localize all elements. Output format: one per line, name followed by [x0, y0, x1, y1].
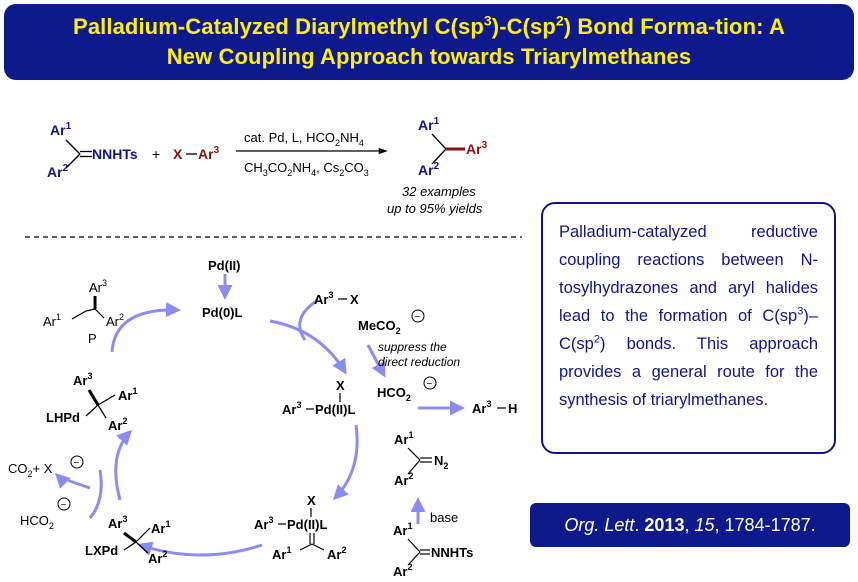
svg-text:Ar3: Ar3: [89, 278, 107, 295]
carbene-complex: X Ar3 Pd(II)L Ar1 Ar2: [254, 493, 346, 562]
examples-count: 32 examples: [402, 184, 476, 199]
diazo-compound: Ar1 Ar2 N2: [394, 430, 448, 488]
svg-text:X: X: [307, 493, 316, 508]
svg-text:Ar3: Ar3: [254, 515, 273, 532]
conditions-bottom: CH3CO2NH4, Cs2CO3: [244, 160, 369, 178]
cycle-product: Ar3 Ar1 Ar2 P: [43, 278, 124, 346]
base-label: base: [430, 510, 458, 525]
svg-text:CO2+ X: CO2+ X: [8, 461, 53, 479]
svg-text:Ar2: Ar2: [47, 163, 69, 180]
title-sup1: 3: [483, 12, 492, 29]
svg-text:Ar1: Ar1: [272, 545, 291, 562]
svg-text:X: X: [336, 378, 345, 393]
svg-text:NNHTs: NNHTs: [92, 146, 138, 162]
svg-text:LHPd: LHPd: [46, 410, 80, 425]
hydrazone-bottom: Ar1 Ar2 NNHTs: [393, 521, 473, 579]
cycle-arrows: [54, 274, 465, 557]
title-banner: Palladium-Catalyzed Diarylmethyl C(sp3)-…: [4, 4, 854, 80]
summary-sup-1: 3: [797, 305, 804, 318]
summary-text-2: )–C(sp: [559, 307, 818, 353]
suppress-note-1: suppress the: [378, 340, 447, 354]
svg-text:Ar1: Ar1: [418, 116, 440, 133]
co2-release: CO2+ X −: [8, 455, 84, 479]
svg-text:Ar3: Ar3: [472, 399, 491, 416]
title-sup2: 2: [555, 12, 564, 29]
svg-text:Ar2: Ar2: [108, 416, 127, 433]
svg-text:Ar2: Ar2: [394, 471, 413, 488]
svg-text:HCO2: HCO2: [377, 385, 411, 403]
svg-text:N2: N2: [434, 453, 448, 471]
svg-text:−: −: [415, 312, 421, 323]
svg-text:Pd(II)L: Pd(II)L: [287, 517, 327, 532]
svg-text:Ar3: Ar3: [314, 290, 333, 307]
svg-text:−: −: [427, 379, 433, 390]
summary-text-3: ) bonds. This approach provides a genera…: [559, 335, 818, 409]
svg-text:−: −: [74, 458, 80, 469]
reactant-hydrazone: Ar1 Ar2 NNHTs: [47, 121, 138, 180]
svg-text:Ar3: Ar3: [466, 140, 488, 157]
svg-text:Ar2: Ar2: [148, 549, 167, 566]
citation-journal: Org. Lett: [564, 515, 635, 535]
svg-text:Ar3: Ar3: [73, 371, 92, 388]
title-part3: ) Bond Forma-tion: A: [563, 14, 785, 39]
citation-sep: ,: [684, 515, 690, 535]
citation-dot: .: [634, 515, 640, 535]
svg-text:Ar3: Ar3: [108, 514, 127, 531]
svg-text:Ar2: Ar2: [418, 161, 440, 178]
svg-text:P: P: [88, 331, 97, 346]
title-part1: Palladium-Catalyzed Diarylmethyl C(sp: [73, 14, 484, 39]
svg-text:Ar2: Ar2: [393, 562, 412, 579]
svg-text:Ar3: Ar3: [282, 400, 301, 417]
svg-text:Ar1: Ar1: [394, 430, 413, 447]
svg-text:Ar3: Ar3: [198, 145, 220, 162]
svg-text:Pd(II)L: Pd(II)L: [315, 402, 355, 417]
pd-ii-precatalyst: Pd(II): [208, 258, 241, 273]
svg-text:X: X: [173, 146, 183, 162]
conditions-top: cat. Pd, L, HCO2NH4: [244, 130, 364, 148]
formate-ion-right: HCO2 −: [377, 376, 437, 403]
acetate-ion: MeCO2 −: [358, 309, 425, 336]
svg-text:−: −: [61, 500, 67, 511]
citation-year: 2013: [644, 515, 685, 535]
svg-text:Ar1: Ar1: [151, 519, 170, 536]
svg-text:Ar1: Ar1: [43, 312, 61, 329]
migratory-insertion-complex: Ar3 Ar1 LXPd Ar2: [85, 514, 170, 566]
summary-box: Palladium-catalyzed reductive coupling r…: [541, 202, 836, 454]
citation-pages: , 1784-1787.: [714, 515, 816, 535]
reactant-aryl-halide: X Ar3: [173, 145, 220, 162]
svg-text:HCO2: HCO2: [20, 513, 54, 531]
title-part2: )-C(sp: [491, 14, 556, 39]
svg-text:Ar1: Ar1: [118, 386, 137, 403]
svg-text:Ar1: Ar1: [50, 121, 72, 138]
title-line2: New Coupling Approach towards Triarylmet…: [166, 44, 692, 69]
summary-sup-2: 2: [593, 333, 600, 346]
product-triarylmethane: Ar1 Ar2 Ar3: [418, 116, 488, 178]
pd-0-catalyst: Pd(0)L: [202, 305, 243, 320]
svg-text:LXPd: LXPd: [85, 543, 118, 558]
svg-text:Ar1: Ar1: [393, 521, 412, 538]
yield-range: up to 95% yields: [387, 201, 483, 216]
svg-text:H: H: [508, 401, 517, 416]
svg-text:Ar2: Ar2: [327, 545, 346, 562]
svg-text:NNHTs: NNHTs: [431, 545, 473, 560]
oxidative-addition-complex: X Ar3 Pd(II)L: [282, 378, 355, 417]
byproduct-arene: Ar3 H: [472, 399, 517, 416]
svg-text:MeCO2: MeCO2: [358, 318, 401, 336]
svg-text:X: X: [350, 292, 359, 307]
aryl-halide-input: Ar3 X: [314, 290, 359, 307]
citation-box: Org. Lett. 2013, 15, 1784-1787.: [530, 503, 850, 547]
summary-text-1: Palladium-catalyzed reductive coupling r…: [559, 223, 818, 325]
suppress-note-2: direct reduction: [378, 355, 460, 369]
hydride-complex: Ar3 Ar1 LHPd Ar2: [46, 371, 137, 433]
citation-volume: 15: [694, 515, 715, 535]
svg-text:Ar2: Ar2: [106, 312, 124, 329]
formate-ion-left: HCO2 −: [20, 497, 71, 531]
plus-sign: +: [152, 146, 160, 162]
